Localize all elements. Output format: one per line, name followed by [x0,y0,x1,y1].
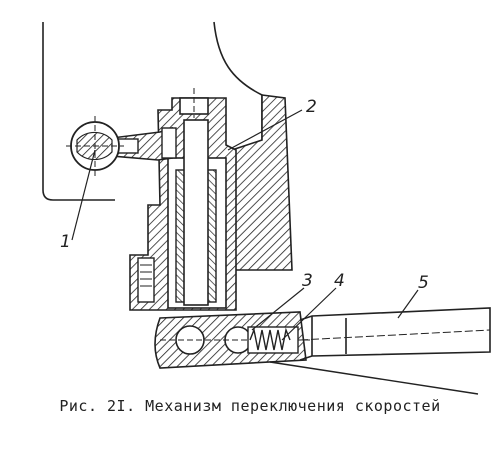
housing-outline [42,21,263,240]
label-part-3: 3 [302,271,313,291]
handle-part-5 [269,307,491,395]
label-part-2: 2 [306,97,317,117]
label-part-5: 5 [418,273,429,293]
lever-pin-slot [161,127,177,159]
figure-caption: Рис. 2I. Механизм переключения скоростей [59,397,441,415]
label-part-4: 4 [334,271,345,291]
leader-lines [71,109,419,341]
shaft [183,119,209,306]
stop-block [137,257,155,303]
housing-wall-section [231,94,293,271]
spring-part-4 [249,327,291,351]
knob-part-1 [66,116,124,176]
label-part-1: 1 [60,232,71,252]
